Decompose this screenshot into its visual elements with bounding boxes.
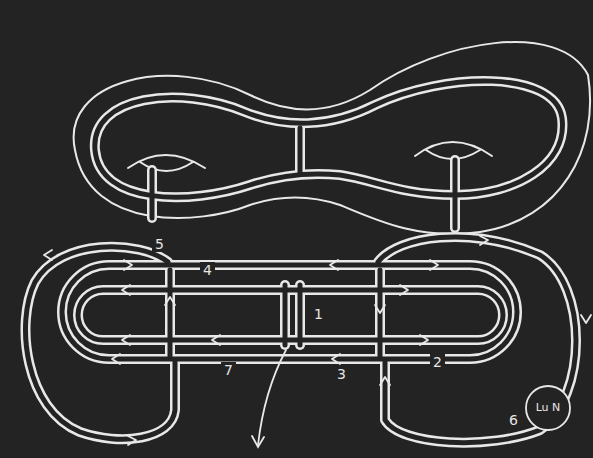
circle-outline xyxy=(526,386,570,430)
bands xyxy=(25,81,576,443)
callout-number: 4 xyxy=(200,262,215,278)
callout-number: 7 xyxy=(221,362,236,378)
callout-number: 1 xyxy=(311,306,326,322)
circled-note: Lu N xyxy=(524,384,572,432)
pointer-arrow xyxy=(252,350,286,447)
callout-number: 5 xyxy=(152,236,167,252)
note-text: Lu N xyxy=(535,402,561,414)
callout-number: 6 xyxy=(506,412,521,428)
genus-two-surface xyxy=(74,42,590,234)
callout-number: 2 xyxy=(430,354,445,370)
callout-number: 3 xyxy=(334,366,349,382)
orientation-arrows xyxy=(44,236,591,445)
